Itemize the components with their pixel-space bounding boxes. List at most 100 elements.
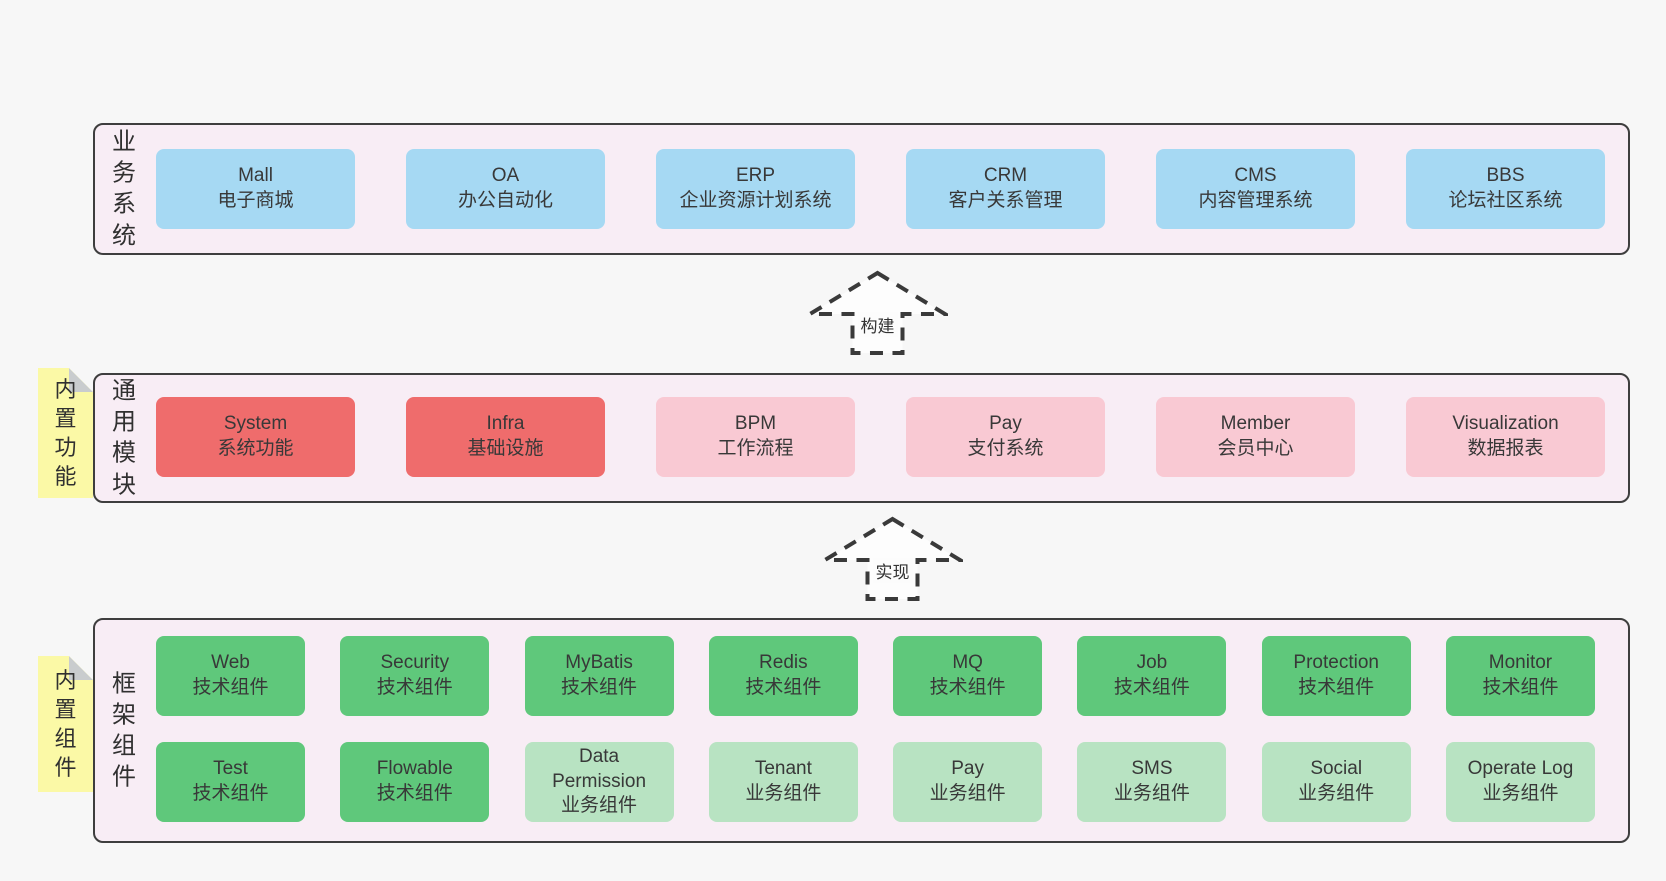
band-side-label: 框架组件 — [112, 670, 136, 791]
box-subtitle: 业务组件 — [1298, 783, 1375, 804]
sticky-note-built-in-features: 内置功能 — [38, 368, 93, 498]
box-monitor: Monitor 技术组件 — [1445, 636, 1595, 716]
box-subtitle: 业务组件 — [1482, 783, 1559, 804]
box-visualization: Visualization 数据报表 — [1406, 397, 1605, 477]
box-subtitle: 技术组件 — [376, 783, 453, 804]
box-title: BPM — [734, 413, 777, 435]
box-title: Redis — [759, 652, 808, 674]
box-subtitle: 技术组件 — [561, 677, 638, 698]
box-row: Web 技术组件 Security 技术组件 MyBatis 技术组件 Redi… — [156, 636, 1595, 716]
box-member: Member 会员中心 — [1156, 397, 1355, 477]
box-subtitle: 办公自动化 — [457, 190, 553, 211]
box-title: Social — [1310, 758, 1363, 780]
box-subtitle: 支付系统 — [967, 438, 1044, 459]
box-title: CMS — [1234, 165, 1277, 187]
sticky-label: 内置功能 — [54, 376, 77, 490]
box-title: SMS — [1131, 758, 1173, 780]
box-title: Pay — [989, 413, 1022, 435]
box-subtitle: 数据报表 — [1467, 438, 1544, 459]
box-subtitle: 客户关系管理 — [948, 190, 1063, 211]
box-title: BBS — [1486, 165, 1525, 187]
box-title: Data Permission — [552, 745, 647, 792]
box-subtitle: 技术组件 — [745, 677, 822, 698]
box-title: Member — [1220, 413, 1291, 435]
box-subtitle: 业务组件 — [929, 783, 1006, 804]
box-subtitle: 论坛社区系统 — [1448, 190, 1563, 211]
sticky-label: 内置组件 — [54, 667, 77, 781]
box-title: System — [223, 413, 288, 435]
dashed-up-arrow-build: 构建 — [807, 270, 948, 356]
box-title: Visualization — [1452, 413, 1559, 435]
box-row: System 系统功能 Infra 基础设施 BPM 工作流程 Pay 支付系统… — [156, 397, 1605, 477]
box-subtitle: 业务组件 — [1113, 783, 1190, 804]
box-subtitle: 技术组件 — [929, 677, 1006, 698]
box-erp: ERP 企业资源计划系统 — [656, 149, 855, 229]
box-subtitle: 技术组件 — [1482, 677, 1559, 698]
box-bbs: BBS 论坛社区系统 — [1406, 149, 1605, 229]
box-protection: Protection 技术组件 — [1261, 636, 1411, 716]
box-mq: MQ 技术组件 — [893, 636, 1043, 716]
box-subtitle: 技术组件 — [192, 783, 269, 804]
box-subtitle: 技术组件 — [1298, 677, 1375, 698]
box-subtitle: 工作流程 — [717, 438, 794, 459]
box-infra: Infra 基础设施 — [406, 397, 605, 477]
band-business-systems: 业务系统 Mall 电子商城 OA 办公自动化 ERP 企业资源计划系统 CRM… — [93, 123, 1630, 255]
box-title: Security — [380, 652, 450, 674]
box-title: Flowable — [376, 758, 453, 780]
box-tenant: Tenant 业务组件 — [708, 742, 858, 822]
box-title: Job — [1136, 652, 1168, 674]
box-bpm: BPM 工作流程 — [656, 397, 855, 477]
box-title: Protection — [1293, 652, 1379, 674]
box-social: Social 业务组件 — [1261, 742, 1411, 822]
sticky-note-built-in-components: 内置组件 — [38, 656, 93, 792]
box-subtitle: 内容管理系统 — [1198, 190, 1313, 211]
box-subtitle: 技术组件 — [1113, 677, 1190, 698]
box-system: System 系统功能 — [156, 397, 355, 477]
box-title: Pay — [951, 758, 984, 780]
box-redis: Redis 技术组件 — [708, 636, 858, 716]
box-pay: Pay 支付系统 — [906, 397, 1105, 477]
box-sms: SMS 业务组件 — [1077, 742, 1227, 822]
box-test: Test 技术组件 — [156, 742, 305, 822]
box-web: Web 技术组件 — [156, 636, 305, 716]
box-job: Job 技术组件 — [1077, 636, 1227, 716]
box-subtitle: 业务组件 — [745, 783, 822, 804]
box-flowable: Flowable 技术组件 — [340, 742, 490, 822]
box-data-permission: Data Permission 业务组件 — [524, 742, 674, 822]
box-subtitle: 系统功能 — [217, 438, 294, 459]
box-title: ERP — [735, 165, 776, 187]
box-title: OA — [491, 165, 520, 187]
box-title: Tenant — [754, 758, 812, 780]
box-security: Security 技术组件 — [340, 636, 490, 716]
arrow-label-build: 构建 — [857, 312, 898, 337]
box-title: Test — [213, 758, 248, 780]
band-common-modules: 通用模块 System 系统功能 Infra 基础设施 BPM 工作流程 Pay… — [93, 373, 1630, 503]
box-cms: CMS 内容管理系统 — [1156, 149, 1355, 229]
dashed-up-arrow-implement: 实现 — [822, 516, 963, 602]
box-title: Infra — [486, 413, 525, 435]
box-title: Monitor — [1488, 652, 1553, 674]
box-operate-log: Operate Log 业务组件 — [1445, 742, 1595, 822]
box-title: Mall — [238, 165, 273, 187]
box-mybatis: MyBatis 技术组件 — [524, 636, 674, 716]
box-subtitle: 业务组件 — [561, 795, 638, 817]
box-pay-component: Pay 业务组件 — [893, 742, 1043, 822]
box-subtitle: 会员中心 — [1217, 438, 1294, 459]
box-oa: OA 办公自动化 — [406, 149, 605, 229]
band-side-label: 业务系统 — [112, 128, 136, 250]
box-subtitle: 技术组件 — [192, 677, 269, 698]
box-subtitle: 技术组件 — [376, 677, 453, 698]
box-row: Mall 电子商城 OA 办公自动化 ERP 企业资源计划系统 CRM 客户关系… — [156, 149, 1605, 229]
box-crm: CRM 客户关系管理 — [906, 149, 1105, 229]
box-mall: Mall 电子商城 — [156, 149, 355, 229]
box-title: MQ — [952, 652, 983, 674]
box-title: CRM — [983, 165, 1028, 187]
box-row: Test 技术组件 Flowable 技术组件 Data Permission … — [156, 742, 1595, 822]
box-subtitle: 电子商城 — [217, 190, 294, 211]
band-framework-components: 框架组件 Web 技术组件 Security 技术组件 MyBatis 技术组件… — [93, 618, 1630, 843]
box-title: Web — [211, 652, 250, 674]
arrow-label-implement: 实现 — [872, 558, 913, 583]
box-title: MyBatis — [565, 652, 633, 674]
band-side-label: 通用模块 — [112, 377, 136, 499]
